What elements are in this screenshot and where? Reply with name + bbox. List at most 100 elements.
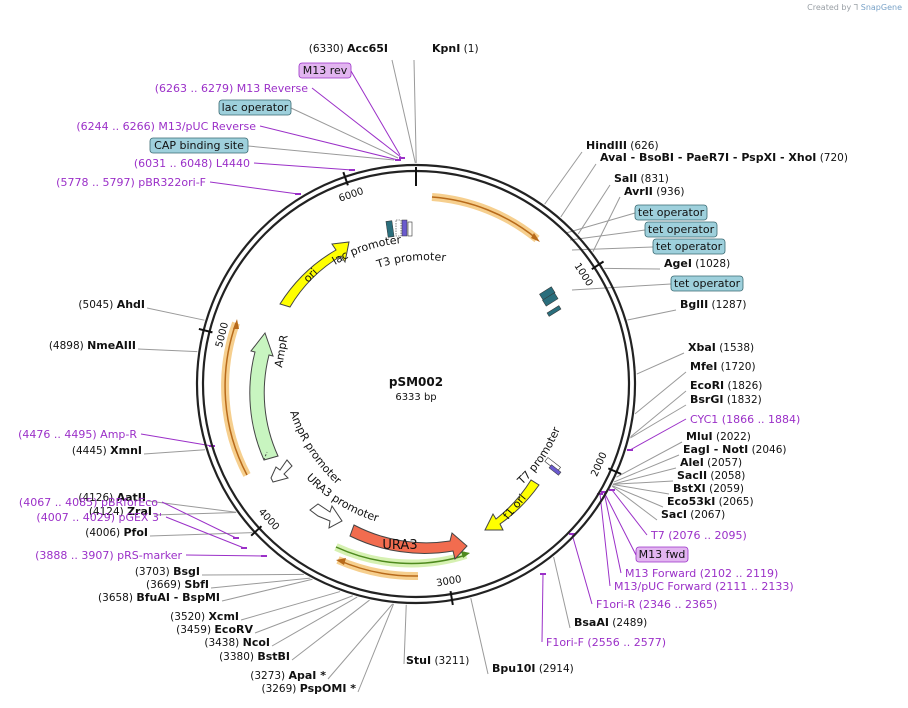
box-leader <box>571 246 654 251</box>
primer-label[interactable]: F1ori-R (2346 .. 2365) <box>596 598 717 611</box>
operator-box[interactable] <box>670 275 744 292</box>
primer-leader <box>603 491 622 574</box>
enzyme-label[interactable]: MluI (2022) <box>686 430 751 443</box>
enzyme-label[interactable]: (3269) PspOMI * <box>261 682 356 695</box>
operator-box[interactable] <box>149 137 249 154</box>
enzyme-label[interactable]: (3669) SbfI <box>146 578 209 591</box>
enzyme-leader <box>612 485 664 508</box>
operator-box[interactable] <box>218 99 292 116</box>
primer-label[interactable]: (4476 .. 4495) Amp-R <box>18 428 137 441</box>
primer-label[interactable]: (4007 .. 4029) pGEX 3' <box>36 511 162 524</box>
enzyme-label[interactable]: BsaAI (2489) <box>574 616 647 629</box>
enzyme-leader <box>560 163 597 218</box>
primer-box[interactable] <box>635 546 689 563</box>
enzyme-label[interactable]: (3703) BsgI <box>135 565 200 578</box>
enzyme-label[interactable]: MfeI (1720) <box>690 360 756 373</box>
primer-label[interactable]: F1ori-F (2556 .. 2577) <box>546 636 666 649</box>
enzyme-label[interactable]: (3520) XcmI <box>170 610 239 623</box>
enzyme-label[interactable]: BsrGI (1832) <box>690 393 762 406</box>
primer-label[interactable]: (5778 .. 5797) pBR322ori-F <box>56 176 206 189</box>
operator-box[interactable] <box>634 204 708 221</box>
enzyme-label[interactable]: (3380) BstBI <box>219 650 290 663</box>
primer-leader <box>599 493 611 587</box>
primer-label[interactable]: (6031 .. 6048) L4440 <box>134 157 250 170</box>
ori-feature[interactable] <box>279 241 350 308</box>
f1-ori-feature[interactable] <box>484 479 540 531</box>
box-leader <box>603 491 637 556</box>
orf-highlight <box>431 193 540 243</box>
tick-mark <box>198 327 213 334</box>
box-label: tet operator <box>638 206 705 219</box>
enzyme-leader <box>634 371 687 415</box>
labels: (6330) Acc65I KpnI (1) HindIII (626)AvaI -… <box>18 42 848 695</box>
primer-label[interactable]: M13 Forward (2102 .. 2119) <box>625 567 778 580</box>
ura3-promoter-arrow[interactable] <box>309 503 343 529</box>
enzyme-label[interactable]: SacII (2058) <box>677 469 745 482</box>
tick-label: 6000 <box>337 186 365 205</box>
primer-label[interactable]: (3888 .. 3907) pRS-marker <box>35 549 182 562</box>
enzyme-label[interactable]: Eco53kI (2065) <box>667 495 754 508</box>
primer-label[interactable]: (4067 .. 4085) pBRforEco <box>19 496 158 509</box>
enzyme-label[interactable]: AvrII (936) <box>624 185 684 198</box>
tet-operator-marker <box>542 292 559 307</box>
enzyme-label[interactable]: StuI (3211) <box>406 654 469 667</box>
enzyme-label[interactable]: XbaI (1538) <box>688 341 754 354</box>
credit-brand: SnapGene <box>860 3 902 12</box>
enzyme-label[interactable]: (3459) EcoRV <box>176 623 253 636</box>
enzyme-leader <box>149 532 253 537</box>
enzyme-label[interactable]: AgeI (1028) <box>664 257 730 270</box>
enzyme-label[interactable]: EagI - NotI (2046) <box>683 443 787 456</box>
enzyme-label[interactable]: AleI (2057) <box>680 456 742 469</box>
m13-fwd-marker <box>548 464 562 476</box>
box-label: lac operator <box>222 101 289 114</box>
primer-leader <box>253 162 353 171</box>
ura3-orf-arrow <box>335 546 467 565</box>
enzyme-label[interactable]: BstXI (2059) <box>673 482 744 495</box>
tick-mark <box>591 260 605 270</box>
primer-label[interactable]: M13/pUC Forward (2111 .. 2133) <box>614 580 794 593</box>
enzyme-leader <box>137 348 198 353</box>
ampr-promoter-arrow[interactable] <box>270 459 293 483</box>
lac-promoter-marker <box>395 219 402 237</box>
enzyme-label[interactable]: SalI (831) <box>614 172 669 185</box>
enzyme-label[interactable]: (4445) XmnI <box>72 444 142 457</box>
enzyme-label[interactable]: (4006) PfoI <box>85 526 148 539</box>
enzyme-label[interactable]: Bpu10I (2914) <box>492 662 574 675</box>
enzyme-label[interactable]: (3438) NcoI <box>204 636 270 649</box>
enzyme-label[interactable]: (4126) AatII <box>78 491 146 504</box>
enzyme-label[interactable]: (4124) ZraI <box>89 505 152 518</box>
enzyme-leader <box>240 591 341 621</box>
box-label: tet operator <box>656 240 723 253</box>
enzyme-label[interactable]: (5045) AhdI <box>78 298 145 311</box>
primer-box[interactable] <box>298 62 352 79</box>
enzyme-leader <box>146 307 205 321</box>
primer-label[interactable]: (6263 .. 6279) M13 Reverse <box>155 82 308 95</box>
enzyme-label[interactable]: BglII (1287) <box>680 298 746 311</box>
enzyme-label[interactable]: KpnI (1) <box>432 42 479 55</box>
enzyme-label[interactable]: AvaI - BsoBI - PaeR7I - PspXI - XhoI (72… <box>600 151 848 164</box>
enzyme-leader <box>604 267 661 270</box>
ampr-feature[interactable] <box>249 331 279 461</box>
enzyme-label[interactable]: SacI (2067) <box>661 508 725 521</box>
enzyme-leader <box>413 59 417 164</box>
enzyme-label[interactable]: (4898) NmeAIII <box>49 339 136 352</box>
ura3-feature[interactable] <box>349 524 468 561</box>
primer-label[interactable]: (6244 .. 6266) M13/pUC Reverse <box>76 120 256 133</box>
primer-label[interactable]: CYC1 (1866 .. 1884) <box>690 413 800 426</box>
enzyme-label[interactable]: HindIII (626) <box>586 139 659 152</box>
operator-box[interactable] <box>652 238 726 255</box>
orf-arrowhead-left <box>233 319 239 329</box>
box-leader <box>571 283 672 291</box>
enzyme-label[interactable]: (3658) BfuAI - BspMI <box>98 591 220 604</box>
operator-box[interactable] <box>644 221 718 238</box>
enzyme-leader <box>612 483 670 495</box>
enzyme-leader <box>210 577 311 589</box>
enzyme-label[interactable]: EcoRI (1826) <box>690 379 762 392</box>
enzyme-label[interactable]: (3273) ApaI * <box>250 669 326 682</box>
enzyme-label[interactable]: (6330) Acc65I <box>309 42 388 55</box>
primer-leader <box>161 501 237 539</box>
enzyme-leader <box>327 603 394 680</box>
primer-label[interactable]: T7 (2076 .. 2095) <box>650 529 747 542</box>
primer-leader <box>209 181 299 195</box>
enzyme-leader <box>553 556 571 629</box>
